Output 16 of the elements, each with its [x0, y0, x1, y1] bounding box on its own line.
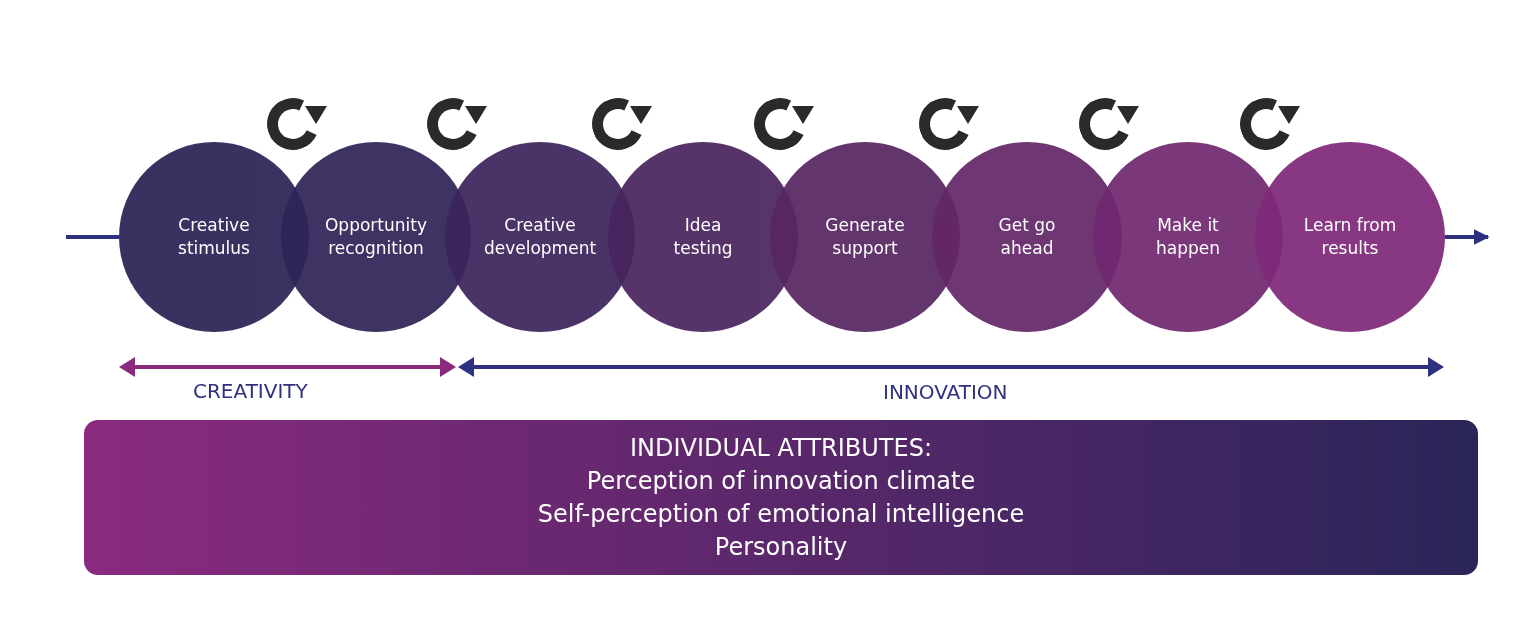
band-heading: INDIVIDUAL ATTRIBUTES: [630, 432, 932, 464]
attributes-band [84, 420, 1478, 575]
step-label: Get go ahead [997, 214, 1057, 260]
step-label: Creative stimulus [177, 214, 251, 260]
range-label: INNOVATION [883, 380, 1008, 404]
range-label: CREATIVITY [193, 379, 308, 403]
step-label: Generate support [824, 214, 906, 260]
step-label: Opportunity recognition [324, 214, 428, 260]
arrow [1445, 229, 1490, 245]
step-label: Make it happen [1155, 214, 1221, 260]
step-label: Learn from results [1302, 214, 1398, 260]
attribute-text: Perception of innovation climate [586, 465, 976, 497]
step-label: Idea testing [672, 214, 734, 260]
attribute-text: Self-perception of emotional intelligence [537, 498, 1025, 530]
attribute-text: Personality [714, 531, 848, 563]
step-label: Creative development [482, 214, 598, 260]
